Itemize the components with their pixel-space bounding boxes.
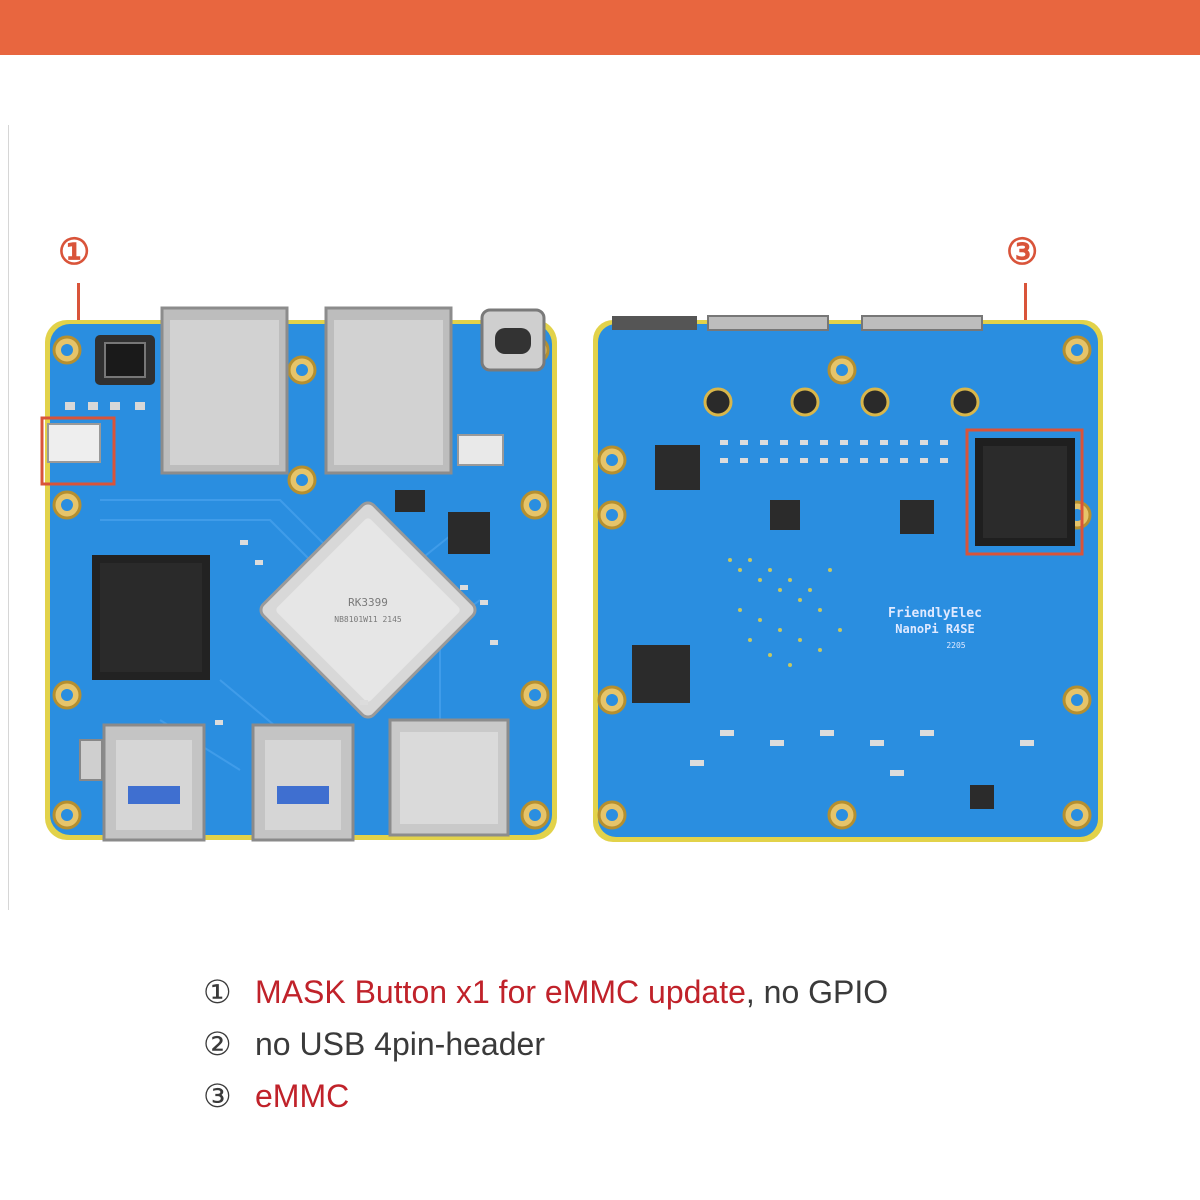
soc-code: NB8101W11 2145	[334, 615, 402, 624]
legend-line-3: ③ eMMC	[203, 1076, 1103, 1116]
top-banner	[0, 0, 1200, 55]
legend-1-rest: , no GPIO	[745, 974, 889, 1010]
legend-2-number: ②	[203, 1026, 232, 1062]
legend-line-2: ② no USB 4pin-header	[203, 1024, 1103, 1064]
legend-3-highlight: eMMC	[255, 1078, 350, 1114]
board-front-image: RK3399 NB8101W11 2145	[40, 300, 560, 845]
legend-line-1: ① MASK Button x1 for eMMC update, no GPIO	[203, 972, 1103, 1012]
legend-1-number: ①	[203, 974, 232, 1010]
pcb-model-silkscreen: NanoPi R4SE	[895, 622, 974, 636]
board-back-image: FriendlyElec NanoPi R4SE 2205	[590, 310, 1105, 845]
left-divider-line	[8, 125, 9, 910]
legend-1-highlight: MASK Button x1 for eMMC update	[255, 974, 746, 1010]
callout-3-number: ③	[1006, 231, 1039, 272]
legend-3-number: ③	[203, 1078, 232, 1114]
pcb-brand-silkscreen: FriendlyElec	[888, 606, 982, 621]
pcb-date-silkscreen: 2205	[946, 641, 965, 650]
soc-label: RK3399	[348, 596, 388, 609]
callout-1-number: ①	[58, 231, 91, 272]
legend-2-rest: no USB 4pin-header	[255, 1026, 545, 1062]
